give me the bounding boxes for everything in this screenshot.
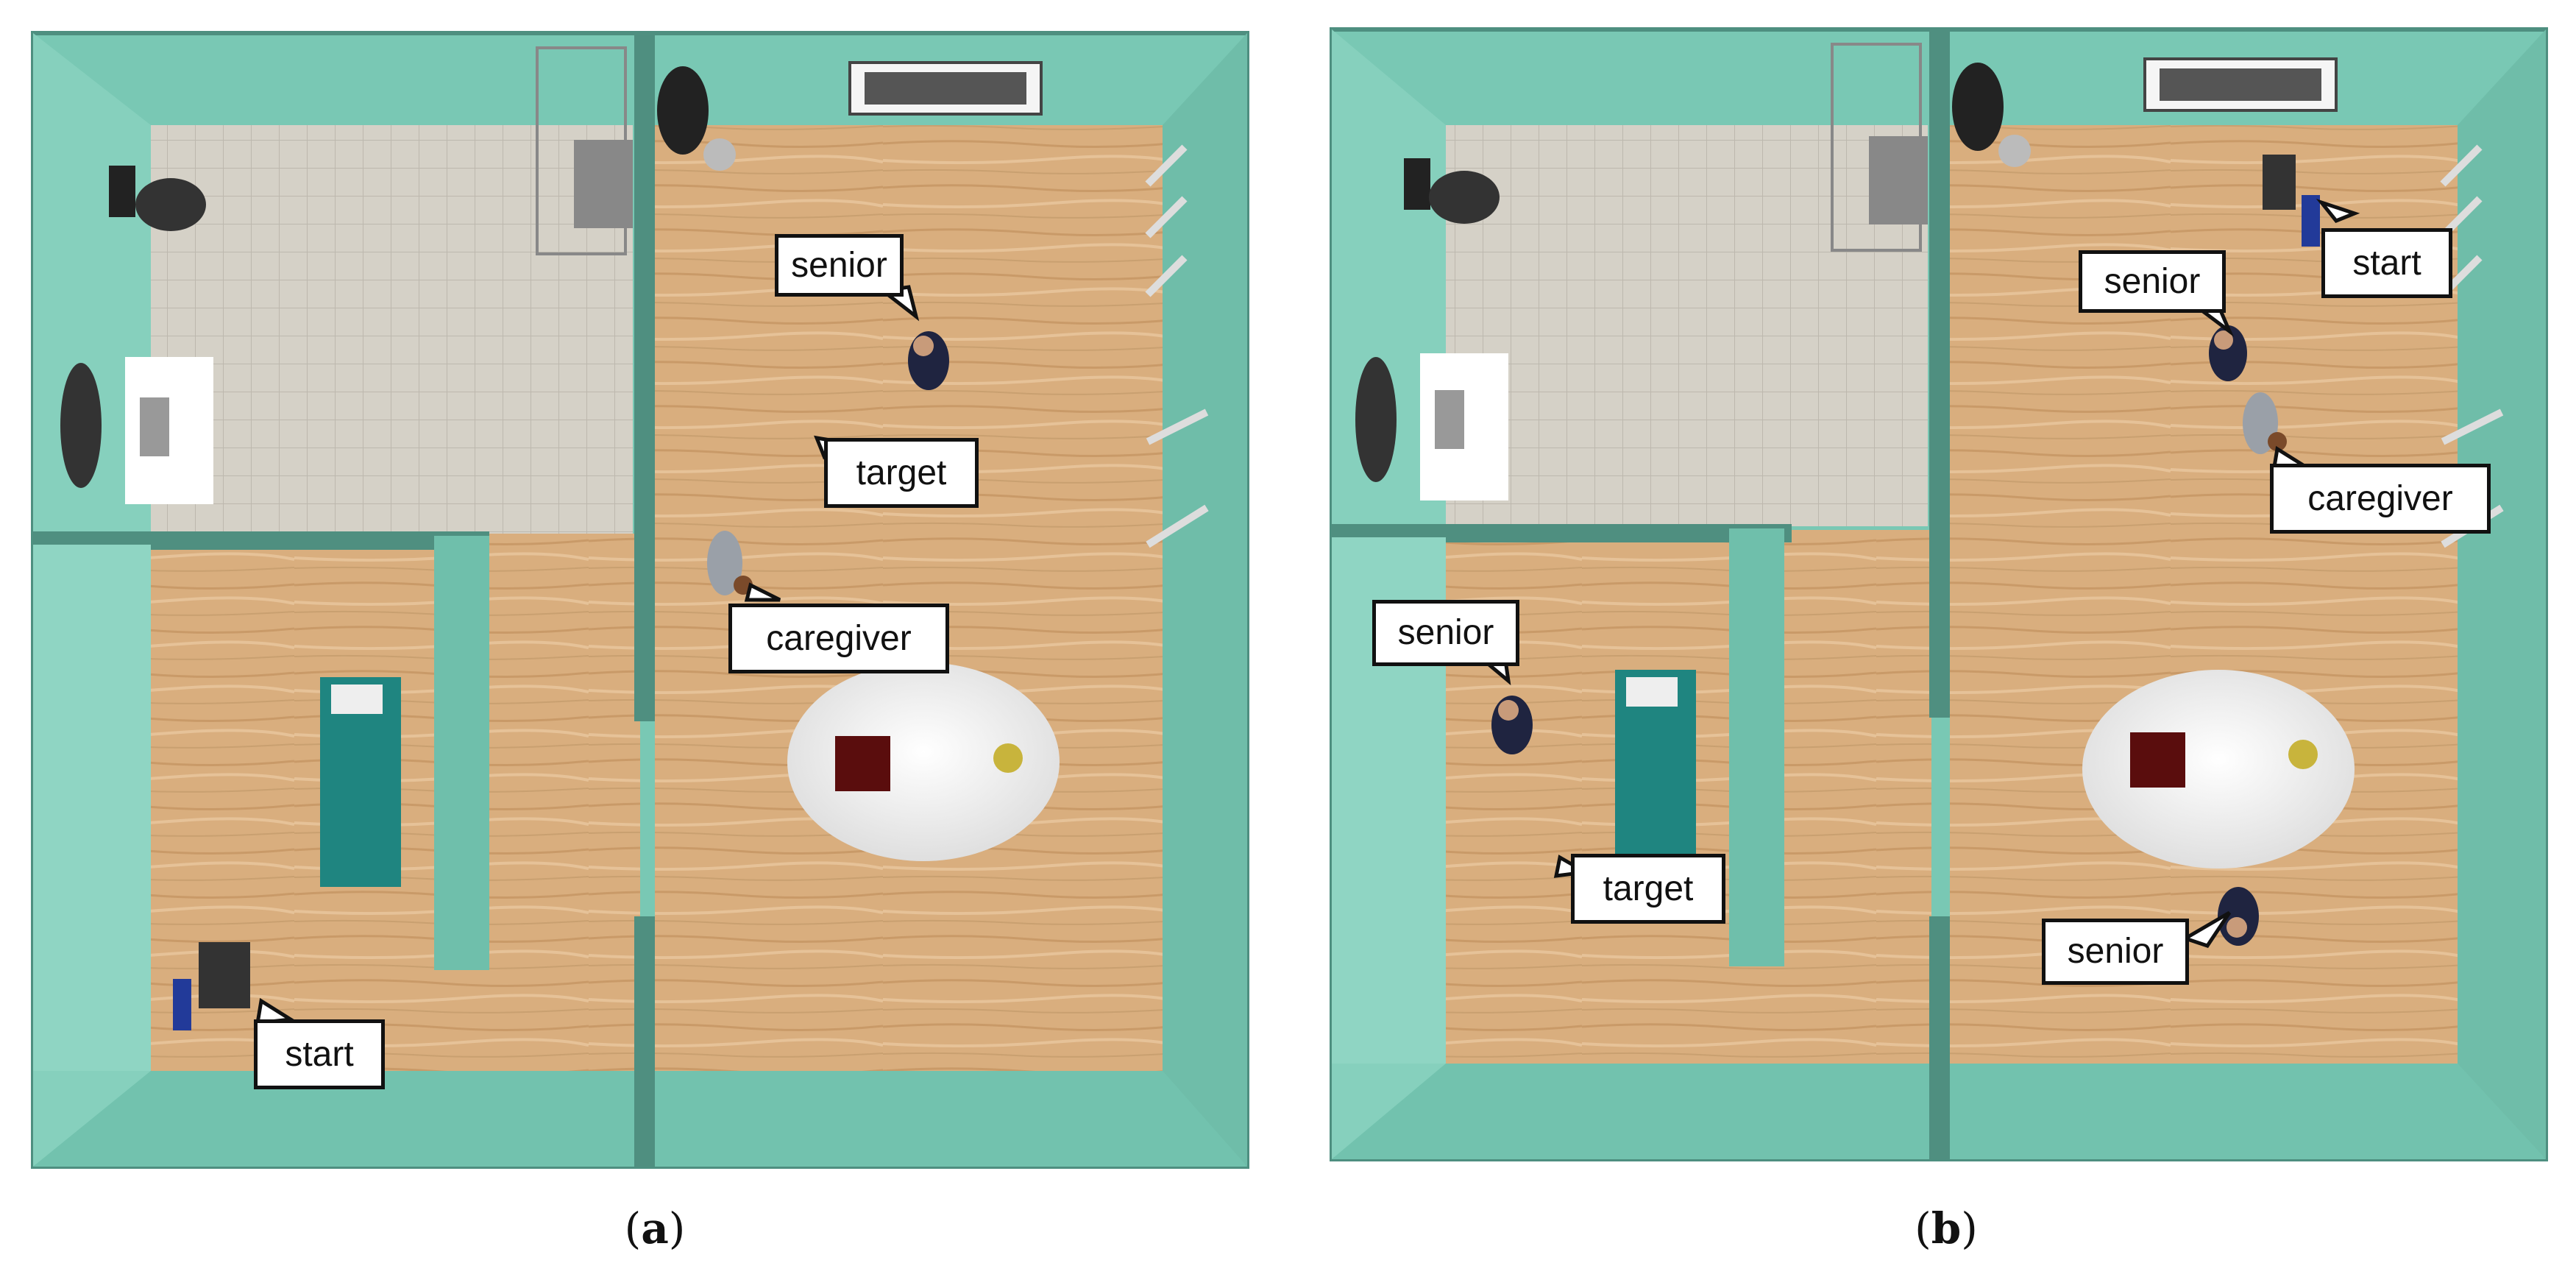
panel-b: start senior caregiver senior target sen… <box>1288 0 2575 1277</box>
living-room-floor <box>655 125 1163 1071</box>
toilet <box>109 166 135 217</box>
label-senior-bottom: senior <box>2042 919 2189 985</box>
label-senior: senior <box>775 234 904 297</box>
floor-plan-a <box>31 31 1249 1169</box>
senior-figure-b-left <box>1491 696 1533 754</box>
label-target: target <box>1571 854 1725 924</box>
label-senior-top: senior <box>2079 250 2226 313</box>
caregiver-figure-b <box>2243 392 2287 454</box>
senior-figure-b-top <box>2209 325 2247 381</box>
label-start: start <box>2321 228 2452 298</box>
senior-figure-a <box>908 331 949 390</box>
caption-b: (b) <box>1915 1203 1978 1253</box>
wall-divider <box>634 33 655 721</box>
label-caregiver: caregiver <box>2270 464 2491 534</box>
dining-table-b <box>2082 670 2355 869</box>
caption-a: (a) <box>624 1203 686 1253</box>
senior-figure-b-bottom <box>2218 887 2259 946</box>
label-caregiver: caregiver <box>728 604 949 673</box>
bathroom-floor <box>151 125 633 534</box>
panel-a: senior target caregiver start (a) <box>31 31 1249 1253</box>
label-senior-left: senior <box>1372 600 1519 666</box>
label-target: target <box>824 438 979 508</box>
dining-table <box>787 662 1060 861</box>
desk-b <box>2263 155 2296 210</box>
bathroom-floor-b <box>1446 125 1928 526</box>
shower <box>574 140 633 228</box>
floor-plan-b <box>1330 27 2548 1161</box>
desk <box>199 942 250 1008</box>
label-start: start <box>254 1019 385 1089</box>
